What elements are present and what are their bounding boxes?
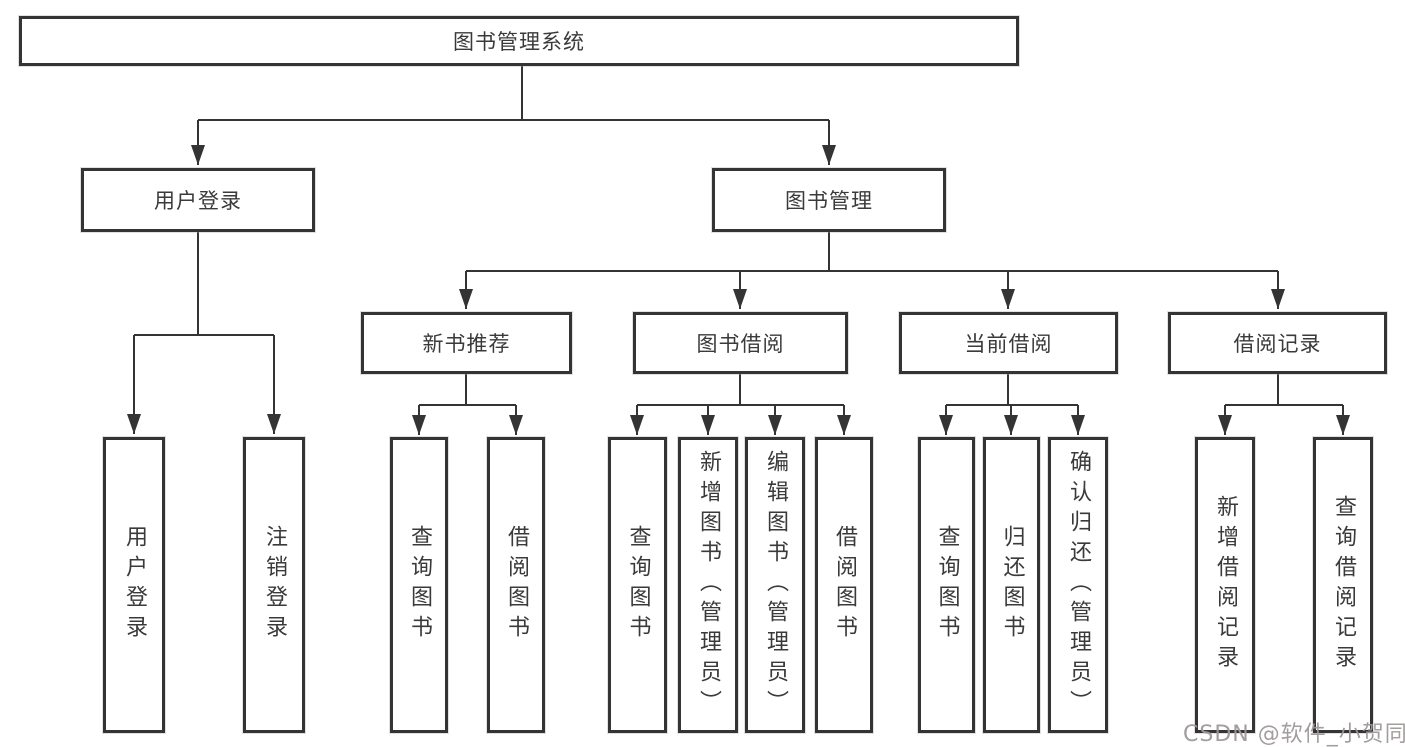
csdn-watermark: CSDN @软件_小贺同学	[1183, 722, 1405, 747]
leaf-borrow-books-borrowing-label: 借阅图书	[832, 525, 857, 645]
leaf-user-login-label: 用户登录	[122, 525, 147, 645]
leaf-borrow-books-recommend-label: 借阅图书	[504, 525, 529, 645]
leaf-edit-books-admin: 编辑图书（管理员）	[745, 437, 805, 733]
leaf-borrow-books-borrowing: 借阅图书	[815, 437, 873, 733]
leaf-return-books: 归还图书	[983, 437, 1040, 733]
node-borrowing-records-label: 借阅记录	[1233, 332, 1322, 356]
node-book-management-label: 图书管理	[785, 189, 873, 213]
node-borrowing-records: 借阅记录	[1168, 312, 1387, 374]
leaf-add-borrow-record-label: 新增借阅记录	[1213, 495, 1238, 675]
leaf-query-books-current-label: 查询图书	[934, 525, 960, 645]
node-user-login-label: 用户登录	[154, 189, 242, 213]
leaf-query-books-recommend: 查询图书	[390, 437, 448, 733]
leaf-add-borrow-record: 新增借阅记录	[1195, 437, 1255, 733]
node-book-borrowing-label: 图书借阅	[696, 332, 785, 356]
leaf-query-borrow-record-label: 查询借阅记录	[1331, 495, 1356, 675]
node-root: 图书管理系统	[19, 16, 1019, 66]
node-new-book-recommendation: 新书推荐	[361, 312, 572, 374]
leaf-borrow-books-recommend: 借阅图书	[487, 437, 545, 733]
leaf-logout-label: 注销登录	[262, 525, 287, 645]
leaf-add-books-admin-label: 新增图书（管理员）	[696, 450, 721, 720]
leaf-edit-books-admin-label: 编辑图书（管理员）	[763, 450, 788, 720]
node-current-borrowing-label: 当前借阅	[964, 332, 1053, 356]
leaf-user-login: 用户登录	[103, 437, 165, 733]
node-book-borrowing: 图书借阅	[633, 312, 848, 374]
leaf-confirm-return-admin: 确认归还（管理员）	[1048, 437, 1108, 733]
node-new-book-recommendation-label: 新书推荐	[422, 332, 511, 356]
node-book-management: 图书管理	[712, 168, 946, 232]
leaf-query-books-current: 查询图书	[918, 437, 975, 733]
leaf-confirm-return-admin-label: 确认归还（管理员）	[1066, 450, 1091, 720]
node-user-login: 用户登录	[81, 168, 315, 232]
leaf-query-books-borrowing-label: 查询图书	[625, 525, 651, 645]
leaf-query-books-recommend-label: 查询图书	[407, 525, 432, 645]
node-current-borrowing: 当前借阅	[899, 312, 1118, 374]
leaf-add-books-admin: 新增图书（管理员）	[678, 437, 738, 733]
leaf-return-books-label: 归还图书	[999, 525, 1025, 645]
node-root-label: 图书管理系统	[453, 30, 585, 54]
leaf-query-books-borrowing: 查询图书	[608, 437, 667, 733]
leaf-query-borrow-record: 查询借阅记录	[1313, 437, 1373, 733]
leaf-logout: 注销登录	[243, 437, 305, 733]
